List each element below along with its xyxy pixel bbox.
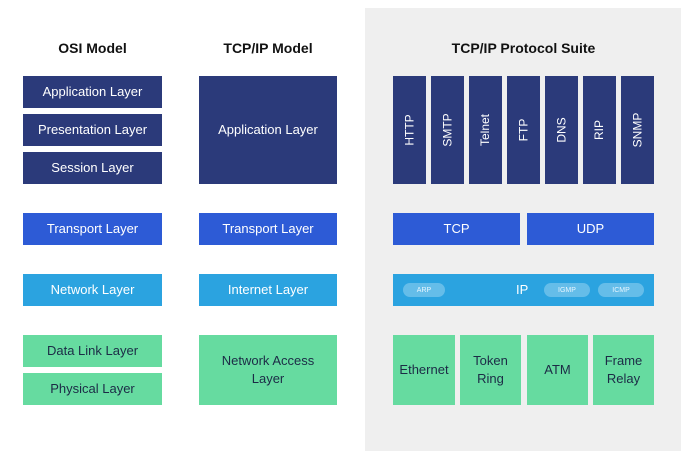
protocol-igmp-pill: IGMP bbox=[544, 283, 590, 297]
osi-physical-layer: Physical Layer bbox=[23, 373, 162, 405]
tcpip-internet-layer: Internet Layer bbox=[199, 274, 337, 306]
protocol-ftp-label: FTP bbox=[516, 118, 531, 142]
protocol-smtp-label: SMTP bbox=[440, 113, 455, 147]
tcpip-model-title: TCP/IP Model bbox=[223, 40, 313, 56]
protocol-rip-label: RIP bbox=[592, 119, 607, 141]
osi-network-layer: Network Layer bbox=[23, 274, 162, 306]
protocol-http: HTTP bbox=[393, 76, 426, 184]
protocol-udp: UDP bbox=[527, 213, 654, 245]
protocol-atm: ATM bbox=[527, 335, 588, 405]
protocol-snmp: SNMP bbox=[621, 76, 654, 184]
protocol-rip: RIP bbox=[583, 76, 616, 184]
protocol-ip-bar: ARP IP IGMP ICMP bbox=[393, 274, 654, 306]
protocol-telnet: Telnet bbox=[469, 76, 502, 184]
protocol-dns-label: DNS bbox=[554, 117, 569, 143]
protocol-dns: DNS bbox=[545, 76, 578, 184]
osi-transport-layer: Transport Layer bbox=[23, 213, 162, 245]
protocol-frame-relay: Frame Relay bbox=[593, 335, 654, 405]
osi-application-layer: Application Layer bbox=[23, 76, 162, 108]
protocol-ftp: FTP bbox=[507, 76, 540, 184]
protocol-token-ring: Token Ring bbox=[460, 335, 521, 405]
protocol-ip-label: IP bbox=[516, 282, 529, 297]
osi-data-link-layer: Data Link Layer bbox=[23, 335, 162, 367]
osi-presentation-layer: Presentation Layer bbox=[23, 114, 162, 146]
protocol-ethernet: Ethernet bbox=[393, 335, 455, 405]
protocol-http-label: HTTP bbox=[402, 114, 417, 146]
protocol-tcp: TCP bbox=[393, 213, 520, 245]
tcpip-application-layer: Application Layer bbox=[199, 76, 337, 184]
tcpip-network-access-layer: Network Access Layer bbox=[199, 335, 337, 405]
tcpip-transport-layer: Transport Layer bbox=[199, 213, 337, 245]
protocol-telnet-label: Telnet bbox=[478, 113, 493, 147]
protocol-suite-title: TCP/IP Protocol Suite bbox=[451, 40, 596, 56]
osi-model-title: OSI Model bbox=[58, 40, 127, 56]
protocol-snmp-label: SNMP bbox=[630, 112, 645, 148]
protocol-icmp-pill: ICMP bbox=[598, 283, 644, 297]
osi-session-layer: Session Layer bbox=[23, 152, 162, 184]
protocol-arp-pill: ARP bbox=[403, 283, 445, 297]
protocol-smtp: SMTP bbox=[431, 76, 464, 184]
